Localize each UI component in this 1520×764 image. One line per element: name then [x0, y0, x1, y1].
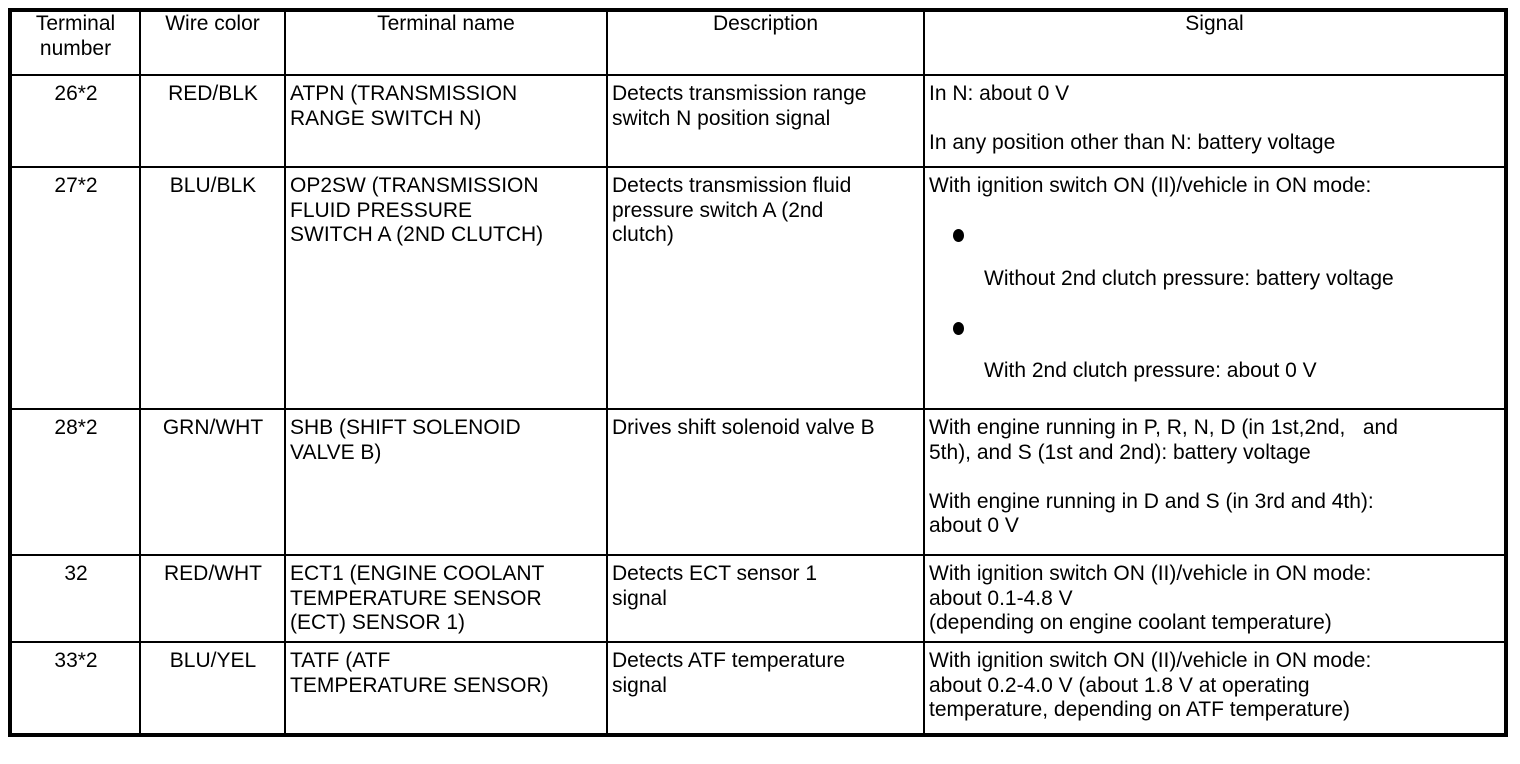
table-body: 26*2 RED/BLK ATPN (TRANSMISSION RANGE SW…: [9, 74, 1507, 736]
cell-signal: With ignition switch ON (II)/vehicle in …: [923, 554, 1507, 643]
table-header-row: Terminal number Wire color Terminal name…: [9, 9, 1507, 76]
terminal-name-line: VALVE B): [290, 440, 382, 464]
signal-bullet-item: Without 2nd clutch pressure: battery vol…: [929, 223, 1501, 291]
cell-terminal-name: ECT1 (ENGINE COOLANT TEMPERATURE SENSOR …: [284, 554, 608, 643]
column-header-terminal-number: Terminal number: [9, 9, 141, 76]
cell-terminal-number: 26*2: [9, 74, 141, 168]
cell-terminal-number: 32: [9, 554, 141, 643]
terminal-number-value: 27*2: [54, 174, 98, 197]
column-header-wire-color: Wire color: [139, 9, 286, 76]
table-row: 26*2 RED/BLK ATPN (TRANSMISSION RANGE SW…: [9, 74, 1507, 168]
column-header-terminal-number-line1: Terminal: [35, 12, 116, 35]
cell-wire-color: GRN/WHT: [139, 408, 286, 556]
signal-line: 5th), and S (1st and 2nd): battery volta…: [929, 440, 1311, 464]
cell-terminal-name: OP2SW (TRANSMISSION FLUID PRESSURE SWITC…: [284, 166, 608, 410]
terminal-name-line: RANGE SWITCH N): [290, 106, 482, 130]
cell-terminal-number: 28*2: [9, 408, 141, 556]
bullet-spacer: [929, 248, 1501, 267]
terminal-name-line: TEMPERATURE SENSOR: [290, 586, 542, 610]
cell-wire-color: RED/WHT: [139, 554, 286, 643]
signal-line: With engine running in D and S (in 3rd a…: [929, 489, 1374, 513]
cell-wire-color: RED/BLK: [139, 74, 286, 168]
terminal-name-line: SWITCH A (2ND CLUTCH): [290, 223, 544, 247]
column-header-terminal-number-line2: number: [39, 36, 112, 60]
signal-line: With engine running in P, R, N, D (in 1s…: [929, 416, 1398, 439]
wire-color-value: GRN/WHT: [162, 416, 264, 439]
description-line: pressure switch A (2nd: [612, 198, 824, 222]
signal-line: about 0.1-4.8 V: [929, 586, 1073, 610]
signal-bullet-item: With 2nd clutch pressure: about 0 V: [929, 316, 1501, 384]
signal-intro-line: With ignition switch ON (II)/vehicle in …: [929, 174, 1372, 197]
cell-signal: With ignition switch ON (II)/vehicle in …: [923, 166, 1507, 410]
cell-description: Detects ECT sensor 1 signal: [606, 554, 925, 643]
terminal-name-line: TEMPERATURE SENSOR): [290, 673, 549, 697]
terminal-number-value: 26*2: [54, 82, 98, 105]
bullet-spacer: [929, 340, 1501, 359]
cell-wire-color: BLU/YEL: [139, 641, 286, 736]
cell-terminal-name: SHB (SHIFT SOLENOID VALVE B): [284, 408, 608, 556]
description-line: Detects transmission range: [612, 82, 867, 105]
wire-color-value: RED/WHT: [164, 562, 262, 585]
wire-color-value: BLU/BLK: [169, 174, 257, 197]
column-header-description: Description: [606, 9, 925, 76]
cell-description: Detects transmission fluid pressure swit…: [606, 166, 925, 410]
terminal-name-line: ECT1 (ENGINE COOLANT: [290, 562, 545, 585]
description-line: signal: [612, 673, 667, 697]
terminal-number-value: 28*2: [54, 416, 98, 439]
signal-line: With ignition switch ON (II)/vehicle in …: [929, 649, 1372, 672]
cell-description: Detects transmission range switch N posi…: [606, 74, 925, 168]
terminal-name-line: ATPN (TRANSMISSION: [290, 82, 518, 105]
terminal-number-value: 32: [64, 562, 88, 585]
signal-blank-line: [929, 291, 1501, 316]
table-row: 33*2 BLU/YEL TATF (ATF TEMPERATURE SENSO…: [9, 641, 1507, 736]
terminal-name-line: (ECT) SENSOR 1): [290, 611, 466, 635]
terminal-spec-table: Terminal number Wire color Terminal name…: [8, 8, 1508, 737]
terminal-name-line: TATF (ATF: [290, 649, 391, 672]
cell-signal: In N: about 0 V In any position other th…: [923, 74, 1507, 168]
signal-line: temperature, depending on ATF temperatur…: [929, 698, 1351, 722]
cell-signal: With ignition switch ON (II)/vehicle in …: [923, 641, 1507, 736]
cell-terminal-number: 27*2: [9, 166, 141, 410]
cell-terminal-name: ATPN (TRANSMISSION RANGE SWITCH N): [284, 74, 608, 168]
cell-wire-color: BLU/BLK: [139, 166, 286, 410]
signal-line: In N: about 0 V: [929, 82, 1070, 105]
bullet-icon: [929, 316, 1501, 341]
terminal-name-line: FLUID PRESSURE: [290, 198, 473, 222]
cell-signal: With engine running in P, R, N, D (in 1s…: [923, 408, 1507, 556]
bullet-icon: [929, 223, 1501, 248]
signal-line: about 0.2-4.0 V (about 1.8 V at operatin…: [929, 673, 1310, 697]
table-row: 32 RED/WHT ECT1 (ENGINE COOLANT TEMPERAT…: [9, 554, 1507, 643]
description-line: Detects ECT sensor 1: [612, 562, 818, 585]
description-line: clutch): [612, 223, 674, 247]
description-line: Detects ATF temperature: [612, 649, 846, 672]
description-line: signal: [612, 586, 667, 610]
description-line: Detects transmission fluid: [612, 174, 852, 197]
wire-color-value: BLU/YEL: [169, 649, 257, 672]
terminal-name-line: OP2SW (TRANSMISSION: [290, 174, 539, 197]
description-line: Drives shift solenoid valve B: [612, 416, 875, 439]
column-header-terminal-name: Terminal name: [284, 9, 608, 76]
signal-bullet-text: With 2nd clutch pressure: about 0 V: [984, 359, 1317, 383]
signal-blank-line: [929, 107, 1501, 132]
table-row: 28*2 GRN/WHT SHB (SHIFT SOLENOID VALVE B…: [9, 408, 1507, 556]
signal-line: With ignition switch ON (II)/vehicle in …: [929, 562, 1372, 585]
table-header: Terminal number Wire color Terminal name…: [9, 9, 1507, 76]
cell-terminal-name: TATF (ATF TEMPERATURE SENSOR): [284, 641, 608, 736]
wire-color-value: RED/BLK: [168, 82, 258, 105]
terminal-number-value: 33*2: [54, 649, 98, 672]
cell-terminal-number: 33*2: [9, 641, 141, 736]
cell-description: Drives shift solenoid valve B: [606, 408, 925, 556]
signal-blank-line: [929, 199, 1501, 224]
table-row: 27*2 BLU/BLK OP2SW (TRANSMISSION FLUID P…: [9, 166, 1507, 410]
column-header-signal: Signal: [923, 9, 1507, 76]
description-line: switch N position signal: [612, 106, 831, 130]
signal-line: about 0 V: [929, 514, 1019, 538]
terminal-name-line: SHB (SHIFT SOLENOID: [290, 416, 521, 439]
signal-bullet-text: Without 2nd clutch pressure: battery vol…: [984, 266, 1394, 290]
signal-blank-line: [929, 465, 1501, 490]
signal-line: In any position other than N: battery vo…: [929, 131, 1336, 155]
signal-line: (depending on engine coolant temperature…: [929, 611, 1332, 635]
cell-description: Detects ATF temperature signal: [606, 641, 925, 736]
